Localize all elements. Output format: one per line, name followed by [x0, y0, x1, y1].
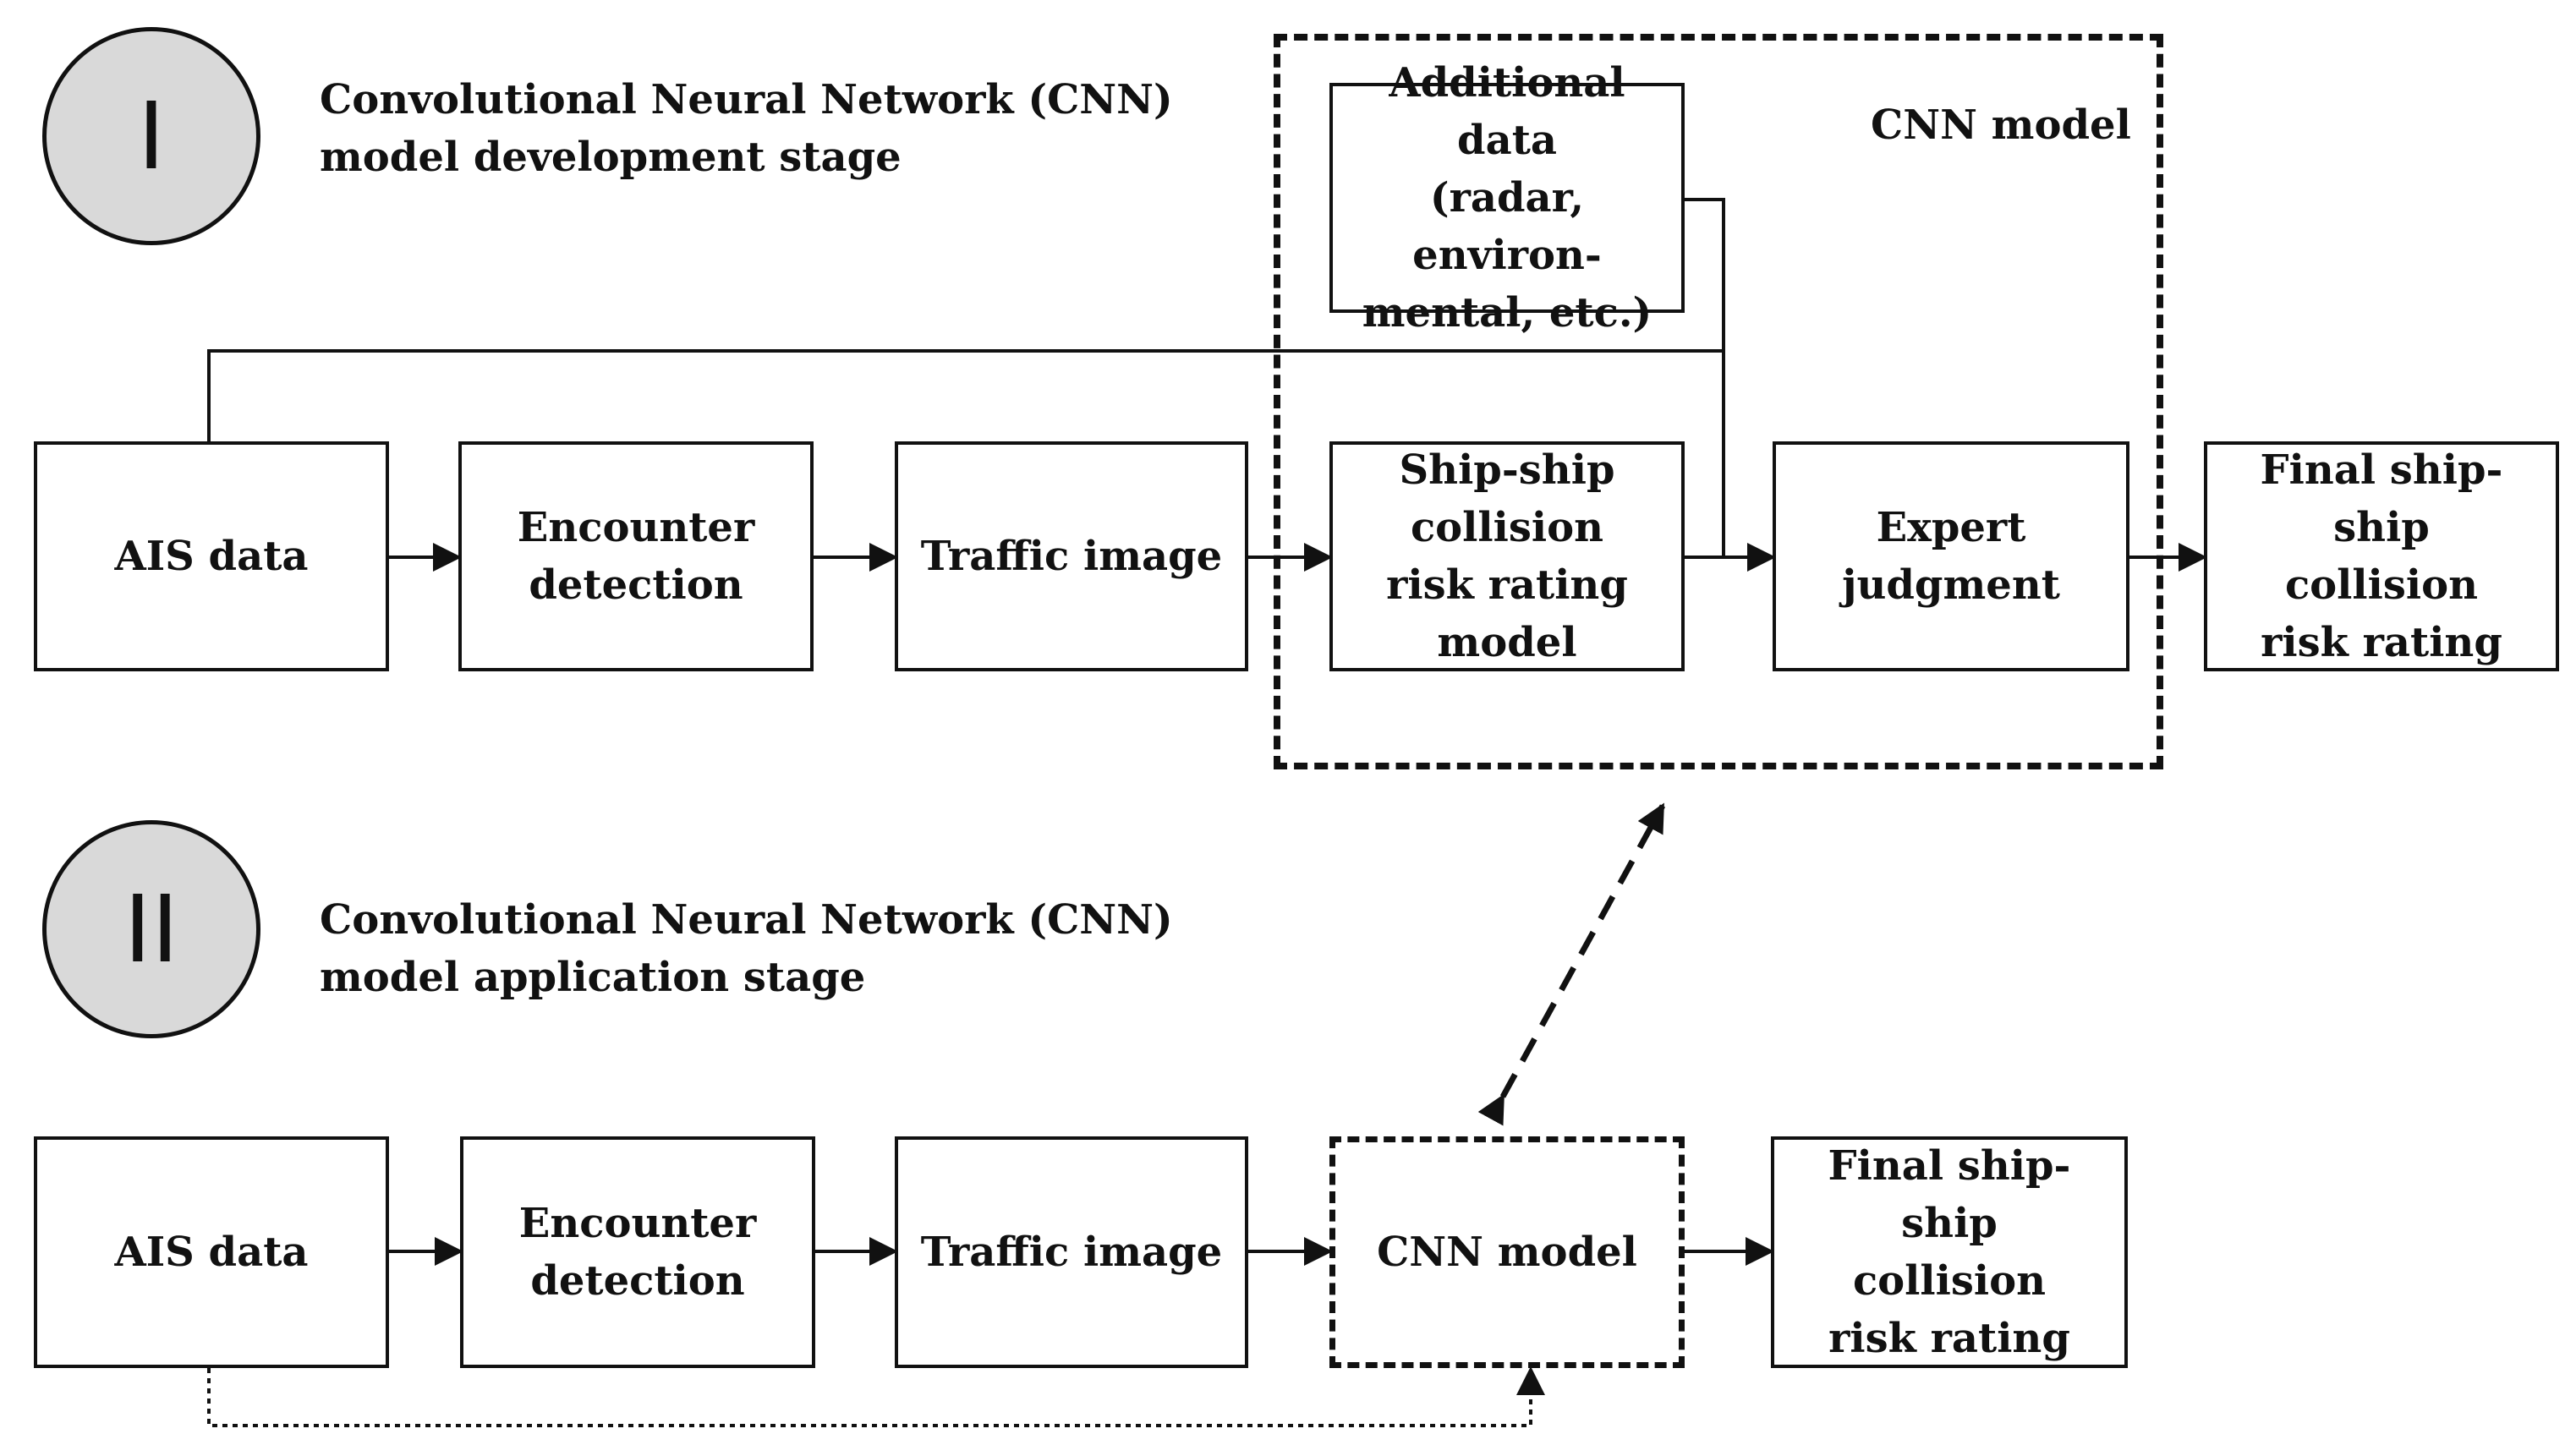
encounter-detection-box: Encounter detection — [458, 441, 814, 671]
stage-1-badge: I — [42, 27, 260, 245]
expert-judgment-box: Expert judgment — [1773, 441, 2129, 671]
ais-data-box-2: AIS data — [34, 1136, 389, 1368]
cnn-model-region-label: CNN model — [1871, 101, 2131, 149]
encounter-detection-box-2: Encounter detection — [460, 1136, 815, 1368]
ais-bypass-line — [207, 349, 1725, 557]
stage-2-badge: II — [42, 820, 260, 1038]
ship-ship-collision-risk-rating-model-box: Ship-ship collision risk rating model — [1329, 441, 1685, 671]
ais-data-box: AIS data — [34, 441, 389, 671]
traffic-image-box: Traffic image — [895, 441, 1248, 671]
additional-data-box: Additional data (radar, environ- mental,… — [1329, 59, 1685, 337]
additional-data-line — [1685, 198, 1725, 351]
cnn-model-region — [1274, 34, 2163, 769]
final-risk-rating-box-2: Final ship-ship collision risk rating — [1771, 1136, 2128, 1368]
final-risk-rating-box: Final ship-ship collision risk rating — [2204, 441, 2559, 671]
stage-2-title: Convolutional Neural Network (CNN) model… — [320, 896, 1173, 1001]
traffic-image-box-2: Traffic image — [895, 1136, 1248, 1368]
cnn-model-box: CNN model — [1329, 1136, 1685, 1368]
stage-1-title: Convolutional Neural Network (CNN) model… — [320, 76, 1173, 181]
cnn-model-link-arrow — [1477, 802, 1666, 1126]
ais-dotted-feed-line — [207, 1366, 1545, 1427]
